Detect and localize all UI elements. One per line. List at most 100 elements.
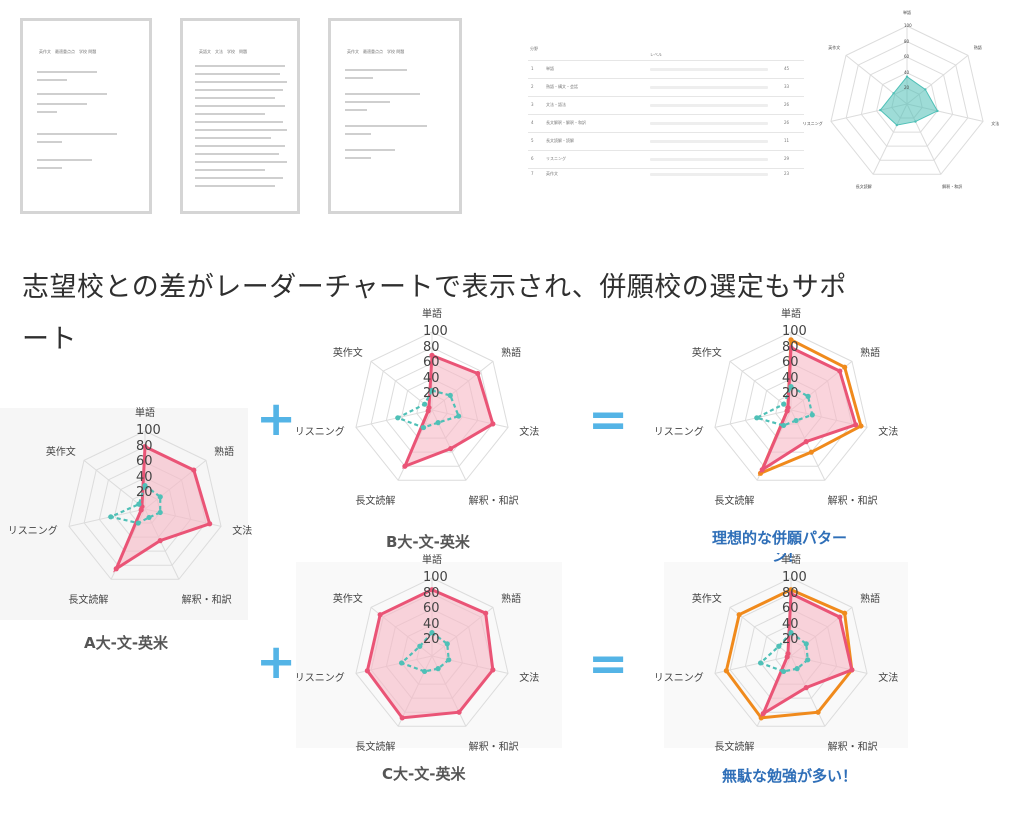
radar-grid-ring — [845, 41, 969, 161]
radar-point — [788, 630, 794, 636]
radar-tick-label: 20 — [904, 85, 910, 91]
radar-tick-label: 20 — [423, 386, 440, 402]
radar-point — [837, 368, 843, 374]
radar-point — [429, 587, 435, 593]
row-label: 単語 — [546, 66, 554, 71]
table-row: 2 熟語・構文・会話 33 — [528, 79, 804, 96]
radar-point — [803, 641, 809, 647]
radar-point — [858, 423, 864, 429]
radar-axis-label: 熟語 — [973, 44, 982, 50]
document-thumbnail-title: 英作文 最適重点点 学校 問題 — [347, 49, 405, 54]
radar-series — [395, 389, 461, 429]
radar-point — [723, 668, 729, 674]
radar-spoke — [729, 360, 792, 411]
radar-series — [753, 385, 814, 427]
document-thumbnail-2: 英語文 文法 学校 問題 — [180, 18, 300, 214]
row-label: リスニング — [546, 156, 566, 161]
row-score: 26 — [784, 102, 790, 107]
radar-axis-label: 単語 — [422, 309, 442, 321]
radar-axis-label: 英作文 — [332, 348, 363, 360]
row-number: 1 — [531, 66, 534, 71]
radar-point — [892, 92, 895, 95]
radar-point — [793, 417, 799, 424]
radar-axis-label: 英作文 — [691, 594, 722, 606]
radar-grid-ring — [714, 577, 868, 727]
radar-grid-ring — [830, 25, 984, 175]
radar-axis-label: 熟語 — [214, 447, 235, 459]
radar-svg — [68, 430, 222, 580]
radar-point — [490, 421, 496, 427]
row-label: 熟語・構文・会話 — [546, 84, 578, 89]
radar-tick-label: 80 — [904, 38, 910, 44]
radar-series — [758, 631, 809, 673]
row-label: 英作文 — [546, 171, 558, 176]
radar-axis-label: 文法 — [991, 121, 1000, 127]
radar-axis-label: 文法 — [519, 673, 540, 685]
radar-point — [895, 123, 899, 127]
radar-axis-label: 英作文 — [45, 447, 76, 459]
radar-point — [483, 610, 489, 616]
radar-tick-label: 100 — [782, 570, 807, 585]
radar-svg — [355, 577, 509, 727]
radar-point — [936, 109, 939, 113]
equals-operator: = — [588, 392, 629, 448]
radar-axis-label: リスニング — [653, 427, 704, 439]
radar-axis-label: 解釈・和訳 — [827, 742, 878, 754]
radar-axis-label: 英作文 — [332, 594, 363, 606]
radar-axis-label: 解釈・和訳 — [942, 183, 963, 189]
row-number: 4 — [531, 120, 534, 125]
radar-point — [377, 612, 383, 618]
radar-axis-label: 解釈・和訳 — [181, 595, 232, 607]
radar-point — [849, 667, 855, 673]
radar-tick-label: 100 — [904, 23, 912, 28]
radar-point — [475, 370, 481, 377]
radar-axis-label: 単語 — [781, 555, 801, 567]
row-score: 26 — [784, 120, 790, 125]
caption-ideal: 理想的な併願パター — [712, 529, 848, 547]
radar-tick-label: 20 — [782, 386, 799, 402]
radar-point — [803, 685, 809, 691]
radar-axis-label: 解釈・和訳 — [468, 742, 519, 754]
row-number: 2 — [531, 84, 534, 89]
radar-point — [809, 412, 815, 418]
row-score: 45 — [784, 66, 790, 71]
radar-point — [429, 630, 435, 636]
radar-point — [426, 404, 432, 411]
radar-point — [447, 392, 453, 399]
radar-point — [207, 521, 213, 527]
radar-axis-label: 単語 — [903, 9, 911, 15]
caption-a: A大-文-英米 — [84, 634, 169, 652]
radar-axis-label: 単語 — [422, 555, 442, 567]
radar-point — [757, 660, 764, 666]
radar-series — [107, 483, 162, 525]
caption-waste: 無駄な勉強が多い！ — [722, 767, 858, 785]
table-row: 6 リスニング 29 — [528, 151, 804, 168]
radar-point — [815, 709, 821, 715]
radar-axis-label: リスニング — [7, 526, 58, 538]
radar-axis-label: 長文読解 — [355, 742, 396, 754]
radar-series — [724, 588, 854, 720]
radar-point — [146, 514, 152, 521]
row-label: 長文解釈・解釈・和訳 — [546, 120, 586, 125]
radar-grid-ring — [714, 331, 868, 481]
caption-ideal-cut: ン！ — [772, 553, 803, 562]
row-number: 7 — [531, 171, 534, 176]
radar-axis-label: 熟語 — [501, 348, 522, 360]
radar-svg — [830, 25, 984, 175]
radar-tick-label: 40 — [782, 370, 799, 386]
radar-tick-label: 100 — [423, 570, 448, 585]
row-label: 文法・語法 — [546, 102, 566, 107]
radar-axis-label: 長文読解 — [855, 183, 872, 189]
radar-tick-label: 80 — [136, 438, 153, 454]
radar-point — [399, 715, 405, 721]
radar-grid-ring — [355, 331, 509, 481]
radar-tick-label: 100 — [423, 324, 448, 339]
radar-point — [429, 352, 435, 358]
radar-point — [456, 413, 462, 419]
table-row: 3 文法・語法 26 — [528, 97, 804, 114]
